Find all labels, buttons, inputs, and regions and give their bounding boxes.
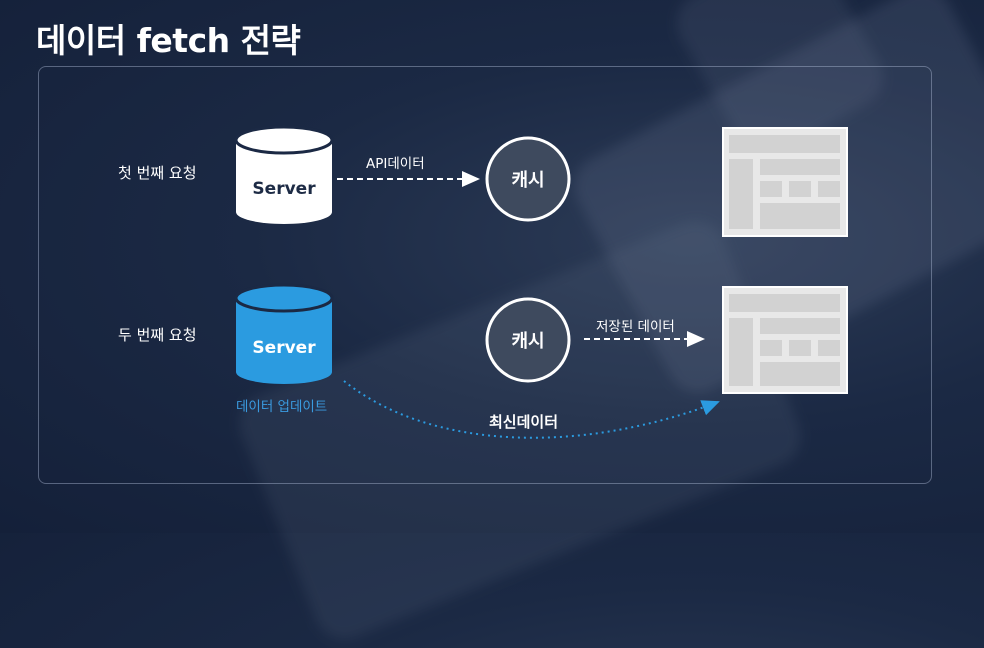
data-update-label: 데이터 업데이트 [236, 399, 328, 415]
stored-data-label: 저장된 데이터 [596, 319, 675, 335]
cache-circle-first: 캐시 [485, 136, 571, 222]
cache-label: 캐시 [511, 170, 544, 191]
first-request-label: 첫 번째 요청 [118, 164, 197, 182]
server-cylinder-second: Server [234, 283, 334, 384]
diagram-canvas: Server 캐시 Server 캐시 [234, 125, 848, 439]
server-label: Server [252, 179, 316, 199]
second-request-label: 두 번째 요청 [118, 326, 197, 344]
api-data-label: API데이터 [366, 156, 425, 172]
latest-data-label: 최신데이터 [489, 413, 559, 431]
curved-update-arrow [343, 380, 720, 439]
page-mockup-first [722, 127, 848, 237]
page-mockup-second [722, 286, 848, 394]
server-cylinder-first: Server [234, 125, 334, 224]
cache-label: 캐시 [511, 331, 544, 352]
page-title: 데이터 fetch 전략 [36, 21, 301, 60]
diagram-frame [38, 66, 932, 484]
cache-circle-second: 캐시 [485, 297, 571, 383]
server-label: Server [252, 338, 316, 358]
